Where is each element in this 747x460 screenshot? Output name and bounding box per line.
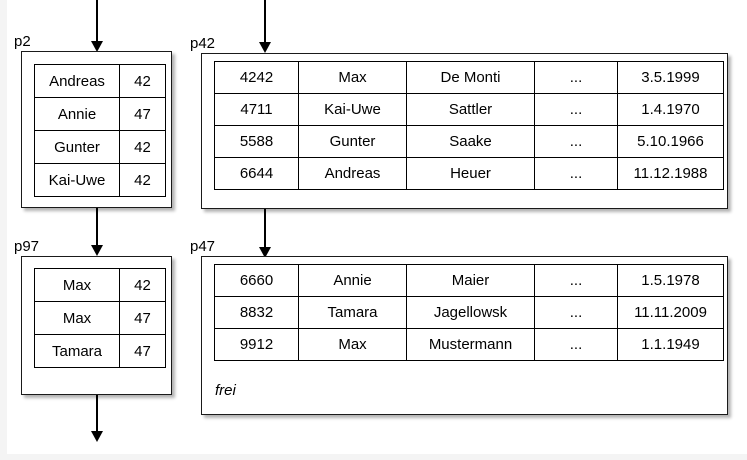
page-label-p97: p97 [14, 238, 40, 255]
page-label-p2: p2 [14, 33, 31, 50]
data-cell-lastname: De Monti [406, 61, 535, 94]
index-value-cell: 42 [119, 163, 166, 197]
data-table-p47: 6660 Annie Maier ... 1.5.1978 8832 Tamar… [214, 264, 724, 361]
data-cell-id: 5588 [214, 125, 299, 158]
table-row: Kai-Uwe 42 [34, 163, 166, 197]
table-row: 4711 Kai-Uwe Sattler ... 1.4.1970 [214, 93, 724, 126]
arrow-out-of-p97 [90, 394, 104, 442]
index-key-cell: Max [34, 268, 120, 302]
table-row: 6660 Annie Maier ... 1.5.1978 [214, 264, 724, 297]
data-cell-lastname: Heuer [406, 157, 535, 190]
arrow-into-p2 [90, 0, 104, 52]
index-key-cell: Andreas [34, 64, 120, 98]
data-cell-ellipsis: ... [534, 61, 618, 94]
table-row: Tamara 47 [34, 334, 166, 368]
data-cell-date: 1.5.1978 [617, 264, 724, 297]
index-key-cell: Max [34, 301, 120, 335]
data-cell-firstname: Annie [298, 264, 407, 297]
index-table-p2: Andreas 42 Annie 47 Gunter 42 Kai-Uwe 42 [34, 64, 166, 197]
table-row: 8832 Tamara Jagellowsk ... 11.11.2009 [214, 296, 724, 329]
table-row: Max 42 [34, 268, 166, 302]
table-row: 9912 Max Mustermann ... 1.1.1949 [214, 328, 724, 361]
page-box-p2[interactable]: Andreas 42 Annie 47 Gunter 42 Kai-Uwe 42 [21, 51, 172, 208]
data-cell-firstname: Max [298, 61, 407, 94]
data-cell-date: 1.1.1949 [617, 328, 724, 361]
index-value-cell: 42 [119, 130, 166, 164]
data-cell-id: 8832 [214, 296, 299, 329]
page-box-p97[interactable]: Max 42 Max 47 Tamara 47 [21, 256, 172, 395]
index-key-cell: Tamara [34, 334, 120, 368]
data-cell-firstname: Gunter [298, 125, 407, 158]
arrow-into-p42 [258, 0, 272, 53]
table-row: 4242 Max De Monti ... 3.5.1999 [214, 61, 724, 94]
index-table-p97: Max 42 Max 47 Tamara 47 [34, 268, 166, 368]
table-row: Max 47 [34, 301, 166, 335]
index-value-cell: 47 [119, 97, 166, 131]
page-label-p42: p42 [190, 35, 216, 52]
data-cell-lastname: Mustermann [406, 328, 535, 361]
page-box-p42[interactable]: 4242 Max De Monti ... 3.5.1999 4711 Kai-… [201, 53, 728, 209]
table-row: Annie 47 [34, 97, 166, 131]
page-margin-bottom [0, 454, 747, 460]
data-cell-ellipsis: ... [534, 264, 618, 297]
data-cell-firstname: Andreas [298, 157, 407, 190]
data-cell-ellipsis: ... [534, 157, 618, 190]
data-cell-firstname: Tamara [298, 296, 407, 329]
data-cell-ellipsis: ... [534, 328, 618, 361]
page-box-p47[interactable]: 6660 Annie Maier ... 1.5.1978 8832 Tamar… [201, 256, 728, 415]
index-key-cell: Kai-Uwe [34, 163, 120, 197]
table-row: 6644 Andreas Heuer ... 11.12.1988 [214, 157, 724, 190]
index-value-cell: 47 [119, 301, 166, 335]
free-space-label: frei [215, 382, 236, 399]
data-table-p42: 4242 Max De Monti ... 3.5.1999 4711 Kai-… [214, 61, 724, 190]
data-cell-ellipsis: ... [534, 125, 618, 158]
index-key-cell: Annie [34, 97, 120, 131]
table-row: Andreas 42 [34, 64, 166, 98]
data-cell-date: 5.10.1966 [617, 125, 724, 158]
data-cell-lastname: Sattler [406, 93, 535, 126]
data-cell-lastname: Maier [406, 264, 535, 297]
page-label-p47: p47 [190, 238, 216, 255]
data-cell-lastname: Saake [406, 125, 535, 158]
table-row: 5588 Gunter Saake ... 5.10.1966 [214, 125, 724, 158]
data-cell-date: 11.12.1988 [617, 157, 724, 190]
data-cell-id: 4711 [214, 93, 299, 126]
table-row: Gunter 42 [34, 130, 166, 164]
data-cell-date: 3.5.1999 [617, 61, 724, 94]
index-value-cell: 47 [119, 334, 166, 368]
data-cell-firstname: Max [298, 328, 407, 361]
index-value-cell: 42 [119, 268, 166, 302]
data-cell-date: 11.11.2009 [617, 296, 724, 329]
page-margin-left [0, 0, 7, 460]
data-cell-firstname: Kai-Uwe [298, 93, 407, 126]
arrow-p2-to-p97 [90, 207, 104, 256]
data-cell-id: 9912 [214, 328, 299, 361]
data-cell-ellipsis: ... [534, 93, 618, 126]
data-cell-date: 1.4.1970 [617, 93, 724, 126]
data-cell-id: 6660 [214, 264, 299, 297]
data-cell-id: 4242 [214, 61, 299, 94]
data-cell-id: 6644 [214, 157, 299, 190]
data-cell-ellipsis: ... [534, 296, 618, 329]
arrow-p42-to-p47 [258, 209, 272, 258]
index-value-cell: 42 [119, 64, 166, 98]
data-cell-lastname: Jagellowsk [406, 296, 535, 329]
index-key-cell: Gunter [34, 130, 120, 164]
